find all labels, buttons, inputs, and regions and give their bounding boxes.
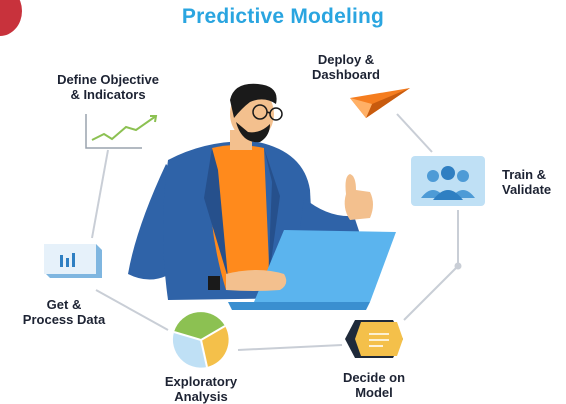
right-arm — [300, 198, 360, 238]
connector-data-analysis — [95, 289, 169, 331]
line-chart-icon — [85, 114, 158, 149]
laptop-base — [228, 302, 370, 310]
step-label-define-objective: Define Objective & Indicators — [57, 72, 159, 102]
connector-model-train-lower — [403, 265, 459, 321]
connector-objective-data — [91, 149, 109, 239]
connector-analysis-model — [237, 344, 343, 351]
document-hexagon-icon — [345, 320, 403, 358]
paper-plane-icon — [350, 88, 410, 118]
corner-decoration — [0, 0, 22, 36]
pie-chart-icon — [172, 312, 229, 368]
person-illustration — [128, 83, 396, 310]
connector-node — [454, 262, 462, 270]
step-label-decide: Decide on Model — [342, 370, 406, 400]
page-title: Predictive Modeling — [181, 5, 385, 28]
step-label-train: Train & Validate — [502, 167, 552, 197]
step-label-get-data: Get & Process Data — [22, 297, 106, 327]
connector-deploy-train — [396, 113, 433, 153]
laptop-screen — [254, 230, 396, 302]
watch — [208, 276, 220, 290]
thumbs-up-hand — [344, 174, 373, 220]
hand-on-laptop — [226, 270, 287, 291]
step-label-exploratory: Exploratory Analysis — [164, 374, 238, 404]
bar-chart-card-icon — [44, 244, 102, 278]
team-icon — [411, 156, 485, 206]
step-label-deploy: Deploy & Dashboard — [312, 52, 380, 82]
hair — [230, 83, 277, 118]
